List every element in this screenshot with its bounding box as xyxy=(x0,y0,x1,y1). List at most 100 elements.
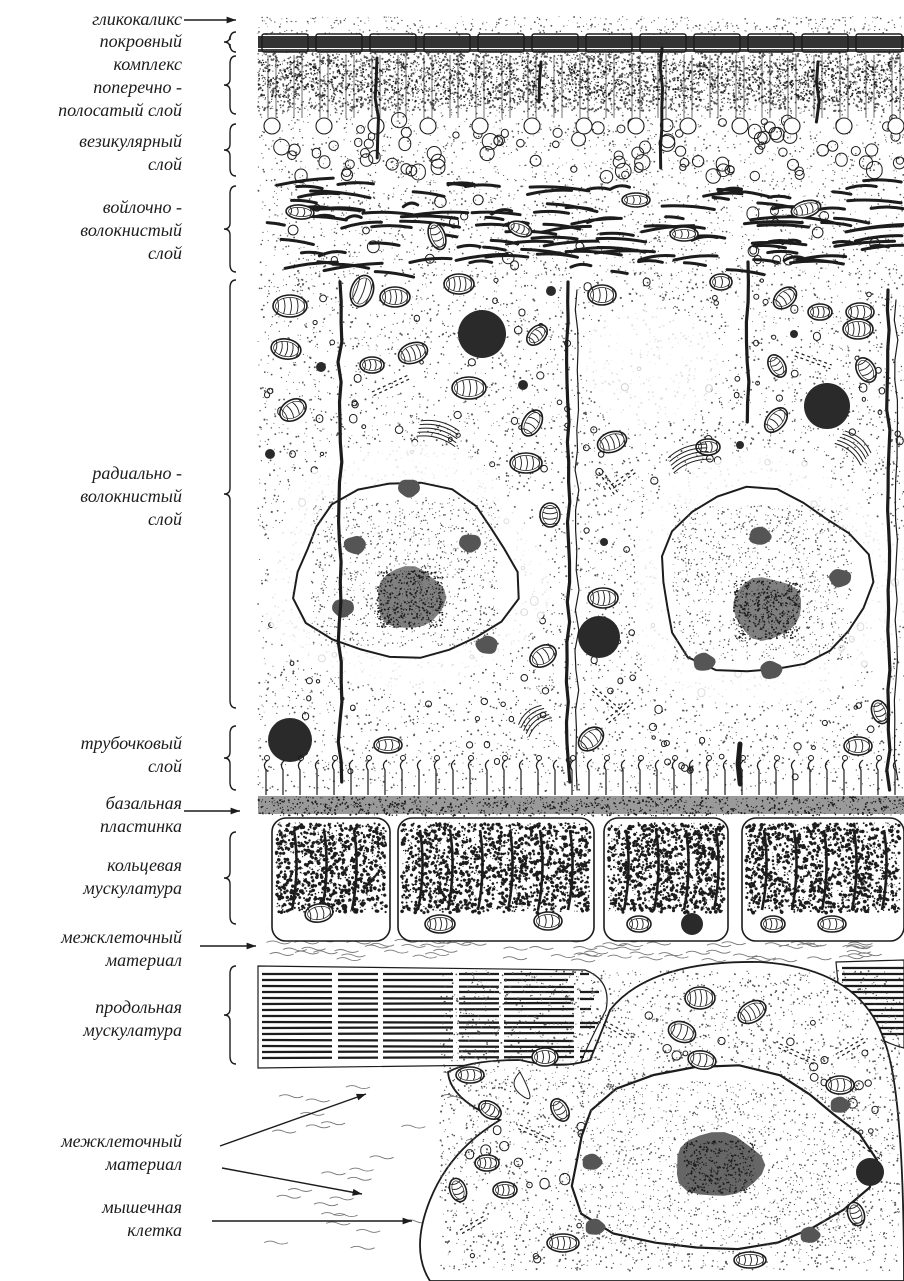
intercellular-material-upper xyxy=(267,939,882,962)
dense-granule xyxy=(578,616,620,658)
vesicle xyxy=(628,118,644,134)
mitochondrion xyxy=(760,403,792,436)
dense-granule xyxy=(268,718,312,762)
endoplasmic-reticulum xyxy=(599,470,618,495)
dense-granule xyxy=(856,1158,884,1186)
dense-granule xyxy=(736,441,744,449)
label-intercellular-material-lower: межклеточный материал xyxy=(61,1130,182,1176)
vesicle xyxy=(472,118,488,134)
brace xyxy=(224,966,236,1064)
label-tubular-layer: трубочковый слой xyxy=(81,732,182,778)
dense-granule xyxy=(518,380,528,390)
mitochondrion xyxy=(769,283,800,314)
tubular-layer xyxy=(264,756,897,796)
brace xyxy=(224,186,236,272)
mitochondrion xyxy=(808,304,832,320)
label-vesicular-layer: везикулярный слой xyxy=(79,130,182,176)
brace xyxy=(224,56,236,114)
arrow-head xyxy=(231,808,240,815)
golgi-stack xyxy=(835,428,874,465)
label-muscle-cell: мышечная клетка xyxy=(102,1196,182,1242)
mitochondrion xyxy=(456,1067,484,1083)
mitochondrion xyxy=(764,352,790,381)
label-striated-layer: поперечно - полосатый слой xyxy=(58,76,182,122)
label-radial-fibrous-layer: радиально - волокнистый слой xyxy=(80,462,182,531)
vesicle xyxy=(888,118,904,134)
dense-granule xyxy=(790,330,798,338)
label-glycocalyx: гликокаликс xyxy=(92,8,182,31)
arrow-head xyxy=(352,1189,362,1196)
mitochondrion xyxy=(452,377,486,399)
mitochondrion xyxy=(425,915,455,933)
vesicle xyxy=(368,118,384,134)
mitochondrion xyxy=(734,1252,766,1268)
pointer-arrow xyxy=(220,1094,366,1146)
mitochondrion xyxy=(360,357,384,373)
arrow-head xyxy=(403,1218,412,1225)
mitochondrion xyxy=(269,337,302,362)
brace xyxy=(224,832,236,924)
circular-musculature-layer xyxy=(272,818,904,941)
dense-granule xyxy=(265,449,275,459)
mitochondrion xyxy=(517,406,547,439)
mitochondrion xyxy=(818,916,846,932)
mitochondrion xyxy=(534,912,562,930)
mitochondrion xyxy=(273,295,307,317)
brace xyxy=(224,32,236,52)
mitochondrion xyxy=(510,453,542,473)
mitochondrion xyxy=(444,274,474,294)
dense-granule xyxy=(546,286,556,296)
dense-granule xyxy=(681,913,703,935)
felt-fibrous-layer xyxy=(257,178,904,277)
vesicle xyxy=(784,118,800,134)
brace xyxy=(224,280,236,708)
vesicle xyxy=(524,118,540,134)
endoplasmic-reticulum xyxy=(592,688,621,713)
endoplasmic-reticulum xyxy=(372,375,410,396)
mitochondrion xyxy=(574,722,608,755)
arrow-head xyxy=(356,1094,366,1101)
mitochondrion xyxy=(588,285,616,305)
mitochondrion xyxy=(547,1234,579,1252)
mitochondrion xyxy=(627,916,651,932)
mitochondrion xyxy=(670,227,698,241)
mitochondrion xyxy=(844,737,872,755)
brace xyxy=(224,726,236,790)
vesicle xyxy=(576,118,592,134)
endoplasmic-reticulum xyxy=(795,352,832,369)
mitochondrion xyxy=(276,394,310,425)
mitochondrion xyxy=(475,1155,499,1171)
pointer-arrow xyxy=(222,1168,362,1194)
mitochondrion xyxy=(843,319,873,339)
brace xyxy=(224,124,236,176)
endoplasmic-reticulum xyxy=(611,468,638,488)
label-circular-musculature: кольцевая мускулатура xyxy=(83,854,182,900)
mitochondrion xyxy=(380,287,410,307)
mitochondrion xyxy=(523,321,551,349)
vesicle xyxy=(732,118,748,134)
mitochondrion xyxy=(506,218,533,239)
vesicle xyxy=(836,118,852,134)
mitochondrion xyxy=(685,987,715,1009)
label-basal-plate: базальная пластинка xyxy=(100,792,182,838)
mitochondrion xyxy=(761,916,785,932)
dense-granule xyxy=(458,310,506,358)
endoplasmic-reticulum xyxy=(606,699,633,723)
label-felt-fibrous-layer: войлочно - волокнистый слой xyxy=(80,196,182,265)
basal-plate-layer xyxy=(258,796,904,817)
mitochondrion xyxy=(532,1048,558,1066)
mitochondrion xyxy=(374,737,402,753)
arrow-head xyxy=(247,943,256,950)
mitochondrion xyxy=(588,588,618,608)
mitochondrion xyxy=(710,274,732,290)
circular-muscle-fibre xyxy=(272,818,390,941)
mitochondrion xyxy=(622,193,650,207)
dense-granule xyxy=(316,362,326,372)
mitochondrion xyxy=(540,503,560,527)
dense-granule xyxy=(600,538,608,546)
label-intercellular-material-upper: межклеточный материал xyxy=(61,926,182,972)
mitochondrion xyxy=(526,640,560,671)
label-longitudinal-musculature: продольная мускулатура xyxy=(83,996,182,1042)
